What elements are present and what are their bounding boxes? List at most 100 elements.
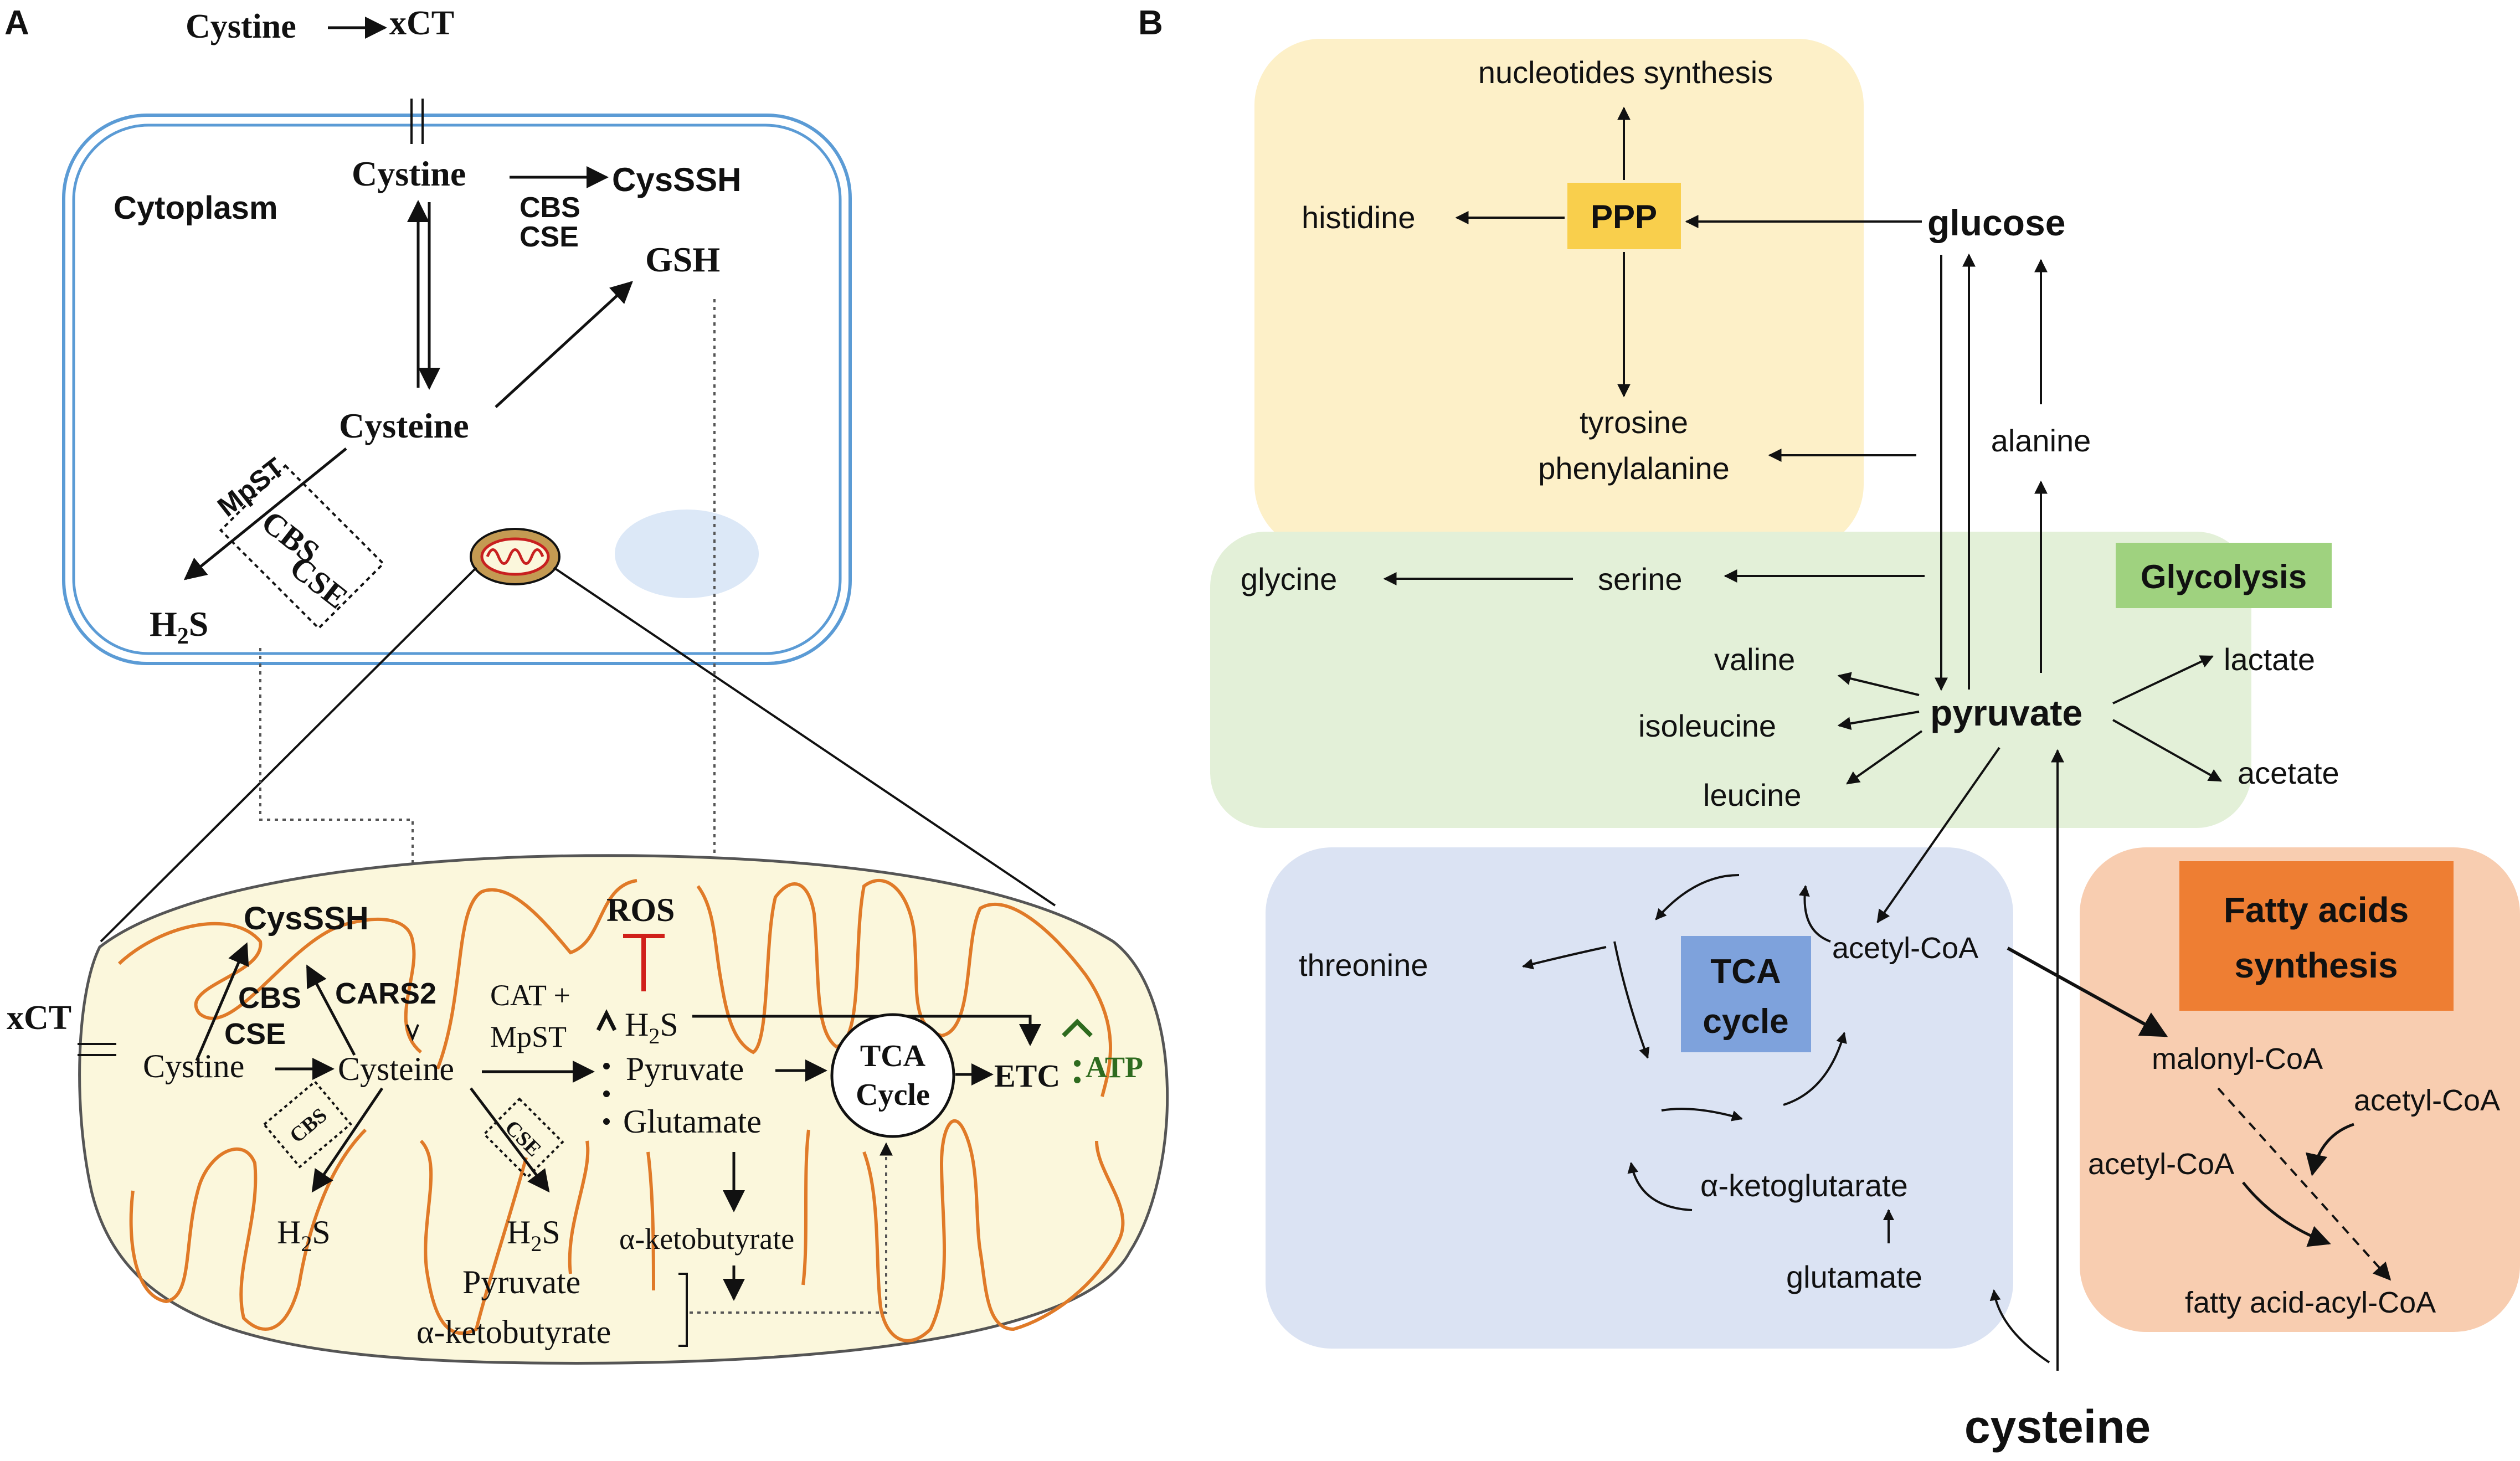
mito-cars2-tick: [406, 1024, 419, 1042]
mito-tca-label-1: TCA: [860, 1039, 926, 1073]
pyruvate-to-valine-arrow: [1837, 672, 1920, 696]
tca-label-2: cycle: [1703, 1002, 1788, 1041]
zoom-line-left: [100, 567, 477, 943]
top-cystine-label: Cystine: [186, 8, 296, 45]
fa-acetyl-coa-2-label: acetyl-CoA: [2088, 1148, 2234, 1181]
isoleucine-label: isoleucine: [1638, 708, 1776, 743]
lactate-label: lactate: [2224, 642, 2315, 677]
fatty-acyl-coa-label: fatty acid-acyl-CoA: [2185, 1286, 2436, 1319]
mito-mpst-label: MpST: [490, 1020, 567, 1053]
malonyl-coa-label: malonyl-CoA: [2152, 1042, 2323, 1076]
panel-b: B nucleotides synthesis PPP histidine ty…: [1138, 4, 2520, 1453]
cytoplasm-label: Cytoplasm: [114, 190, 278, 226]
mito-bracket: [678, 1273, 688, 1347]
cycle-arrow-1: [1655, 874, 1740, 920]
glycolysis-label: Glycolysis: [2141, 558, 2307, 595]
ppp-region: [1254, 39, 1864, 551]
acetyl-2-merge-arrow: [2242, 1181, 2331, 1247]
mito-cysteine-to-h2s-right-arrow: [470, 1087, 550, 1193]
fatty-acids-label-2: synthesis: [2234, 945, 2398, 985]
nucleotides-label: nucleotides synthesis: [1478, 55, 1773, 90]
cycle-arrow-4: [1783, 1032, 1847, 1106]
pyruvate-label: pyruvate: [1930, 692, 2082, 733]
mito-cat-label: CAT +: [490, 979, 570, 1012]
mito-h2s-to-etc-arrow: [692, 1015, 1041, 1046]
tyrosine-label: tyrosine: [1580, 405, 1688, 440]
malonyl-to-fatty-acyl-dashed-arrow: [2217, 1087, 2392, 1281]
atp-up-chevron: [1062, 1018, 1093, 1037]
pyruvate-to-acetate-arrow: [2112, 719, 2223, 782]
panel-b-label: B: [1138, 4, 1163, 42]
mito-cristae: [117, 878, 1125, 1342]
cysteine-to-gsh-arrow: [495, 281, 633, 408]
cysteine-label: cysteine: [1964, 1401, 2151, 1453]
mito-h2s-up-chevron: [596, 1009, 617, 1031]
serine-label: serine: [1598, 562, 1683, 596]
fatty-acids-label-box: [2179, 861, 2454, 1011]
pyruvate-to-leucine-arrow: [1846, 730, 1923, 785]
mito-atp-label: ATP: [1086, 1051, 1143, 1084]
mito-cbs-label: CBS: [238, 981, 301, 1015]
glycolysis-region: [1210, 532, 2251, 828]
mito-icon-inner: [480, 537, 550, 576]
mito-ketobutyrate-label: α-ketobutyrate: [619, 1222, 794, 1256]
ppp-label: PPP: [1591, 198, 1657, 235]
mitochondrion-outer: [78, 854, 1169, 1365]
glutamate-label: glutamate: [1786, 1259, 1922, 1294]
tca-acetyl-coa-label: acetyl-CoA: [1832, 932, 1978, 965]
cysteine-to-glutamate-arrow: [1989, 1289, 2050, 1364]
acetate-label: acetate: [2238, 755, 2339, 790]
zoom-line-right: [553, 567, 1056, 907]
tca-region: [1266, 847, 2013, 1349]
cell-h2s-label: H2S: [150, 604, 208, 649]
pyruvate-to-acetyl-coa-arrow: [1876, 747, 2000, 923]
mito-cystine-to-cysssh-arrow: [195, 942, 249, 1061]
mito-tca-cycle: [830, 1013, 955, 1138]
mito-cystine-label: Cystine: [143, 1048, 244, 1084]
glycolysis-label-box: [2116, 543, 2332, 608]
acetyl-1-merge-arrow: [2306, 1123, 2354, 1176]
cell-membrane-inner: [72, 124, 842, 655]
ppp-label-box: [1567, 183, 1681, 249]
dot-1: [603, 1063, 610, 1069]
glycine-label: glycine: [1241, 562, 1337, 596]
cycle-arrow-3: [1613, 941, 1650, 1059]
cysteine-to-h2s-arrow: [183, 447, 347, 580]
cell-cystine-label: Cystine: [352, 154, 466, 193]
mito-cars2-label: CARS2: [335, 977, 436, 1010]
cell-cse-label: CSE: [520, 221, 579, 253]
mito-h2s-right-label: H2S: [507, 1214, 560, 1256]
pyruvate-to-isoleucine-arrow: [1837, 711, 1920, 730]
dot-3: [603, 1118, 610, 1125]
cell-enzyme-box: [219, 464, 385, 630]
cycle-arrow-6: [1627, 1162, 1693, 1211]
mito-bracket-to-tca-dotted: [690, 1142, 893, 1314]
glucose-label: glucose: [1927, 202, 2065, 243]
fatty-acids-label-1: Fatty acids: [2224, 890, 2409, 930]
mito-cysteine-label: Cysteine: [338, 1051, 454, 1087]
cell-cysssh-label: CysSSH: [612, 161, 741, 198]
dot-2: [603, 1090, 610, 1097]
cell-cbs-label: CBS: [520, 192, 580, 224]
mito-etc-label: ETC: [994, 1058, 1060, 1094]
phenylalanine-label: phenylalanine: [1538, 451, 1730, 486]
mito-pyruvate-label: Pyruvate: [626, 1051, 744, 1087]
mito-ros-label: ROS: [606, 892, 675, 928]
mito-cysssh-label: CysSSH: [244, 901, 369, 937]
mito-h2s-left-label: H2S: [277, 1214, 331, 1256]
tca-label-1: TCA: [1710, 953, 1781, 991]
mito-cysteine-to-cysssh-arrow: [306, 964, 356, 1056]
leucine-label: leucine: [1703, 778, 1801, 812]
atp-dot-1: [1074, 1060, 1081, 1067]
top-xct-label: xCT: [389, 4, 454, 42]
cycle-arrow-2: [1798, 885, 1831, 943]
tca-label-box: [1681, 936, 1811, 1052]
valine-label: valine: [1714, 642, 1795, 677]
panel-a-label: A: [4, 4, 29, 42]
mito-glutamate-label: Glutamate: [623, 1103, 762, 1140]
mito-tca-label-2: Cycle: [856, 1078, 930, 1112]
mito-pyruvate-bottom-label: Pyruvate: [462, 1264, 580, 1300]
threonine-label: threonine: [1299, 948, 1428, 982]
mito-h2s-label: H2S: [625, 1006, 678, 1048]
